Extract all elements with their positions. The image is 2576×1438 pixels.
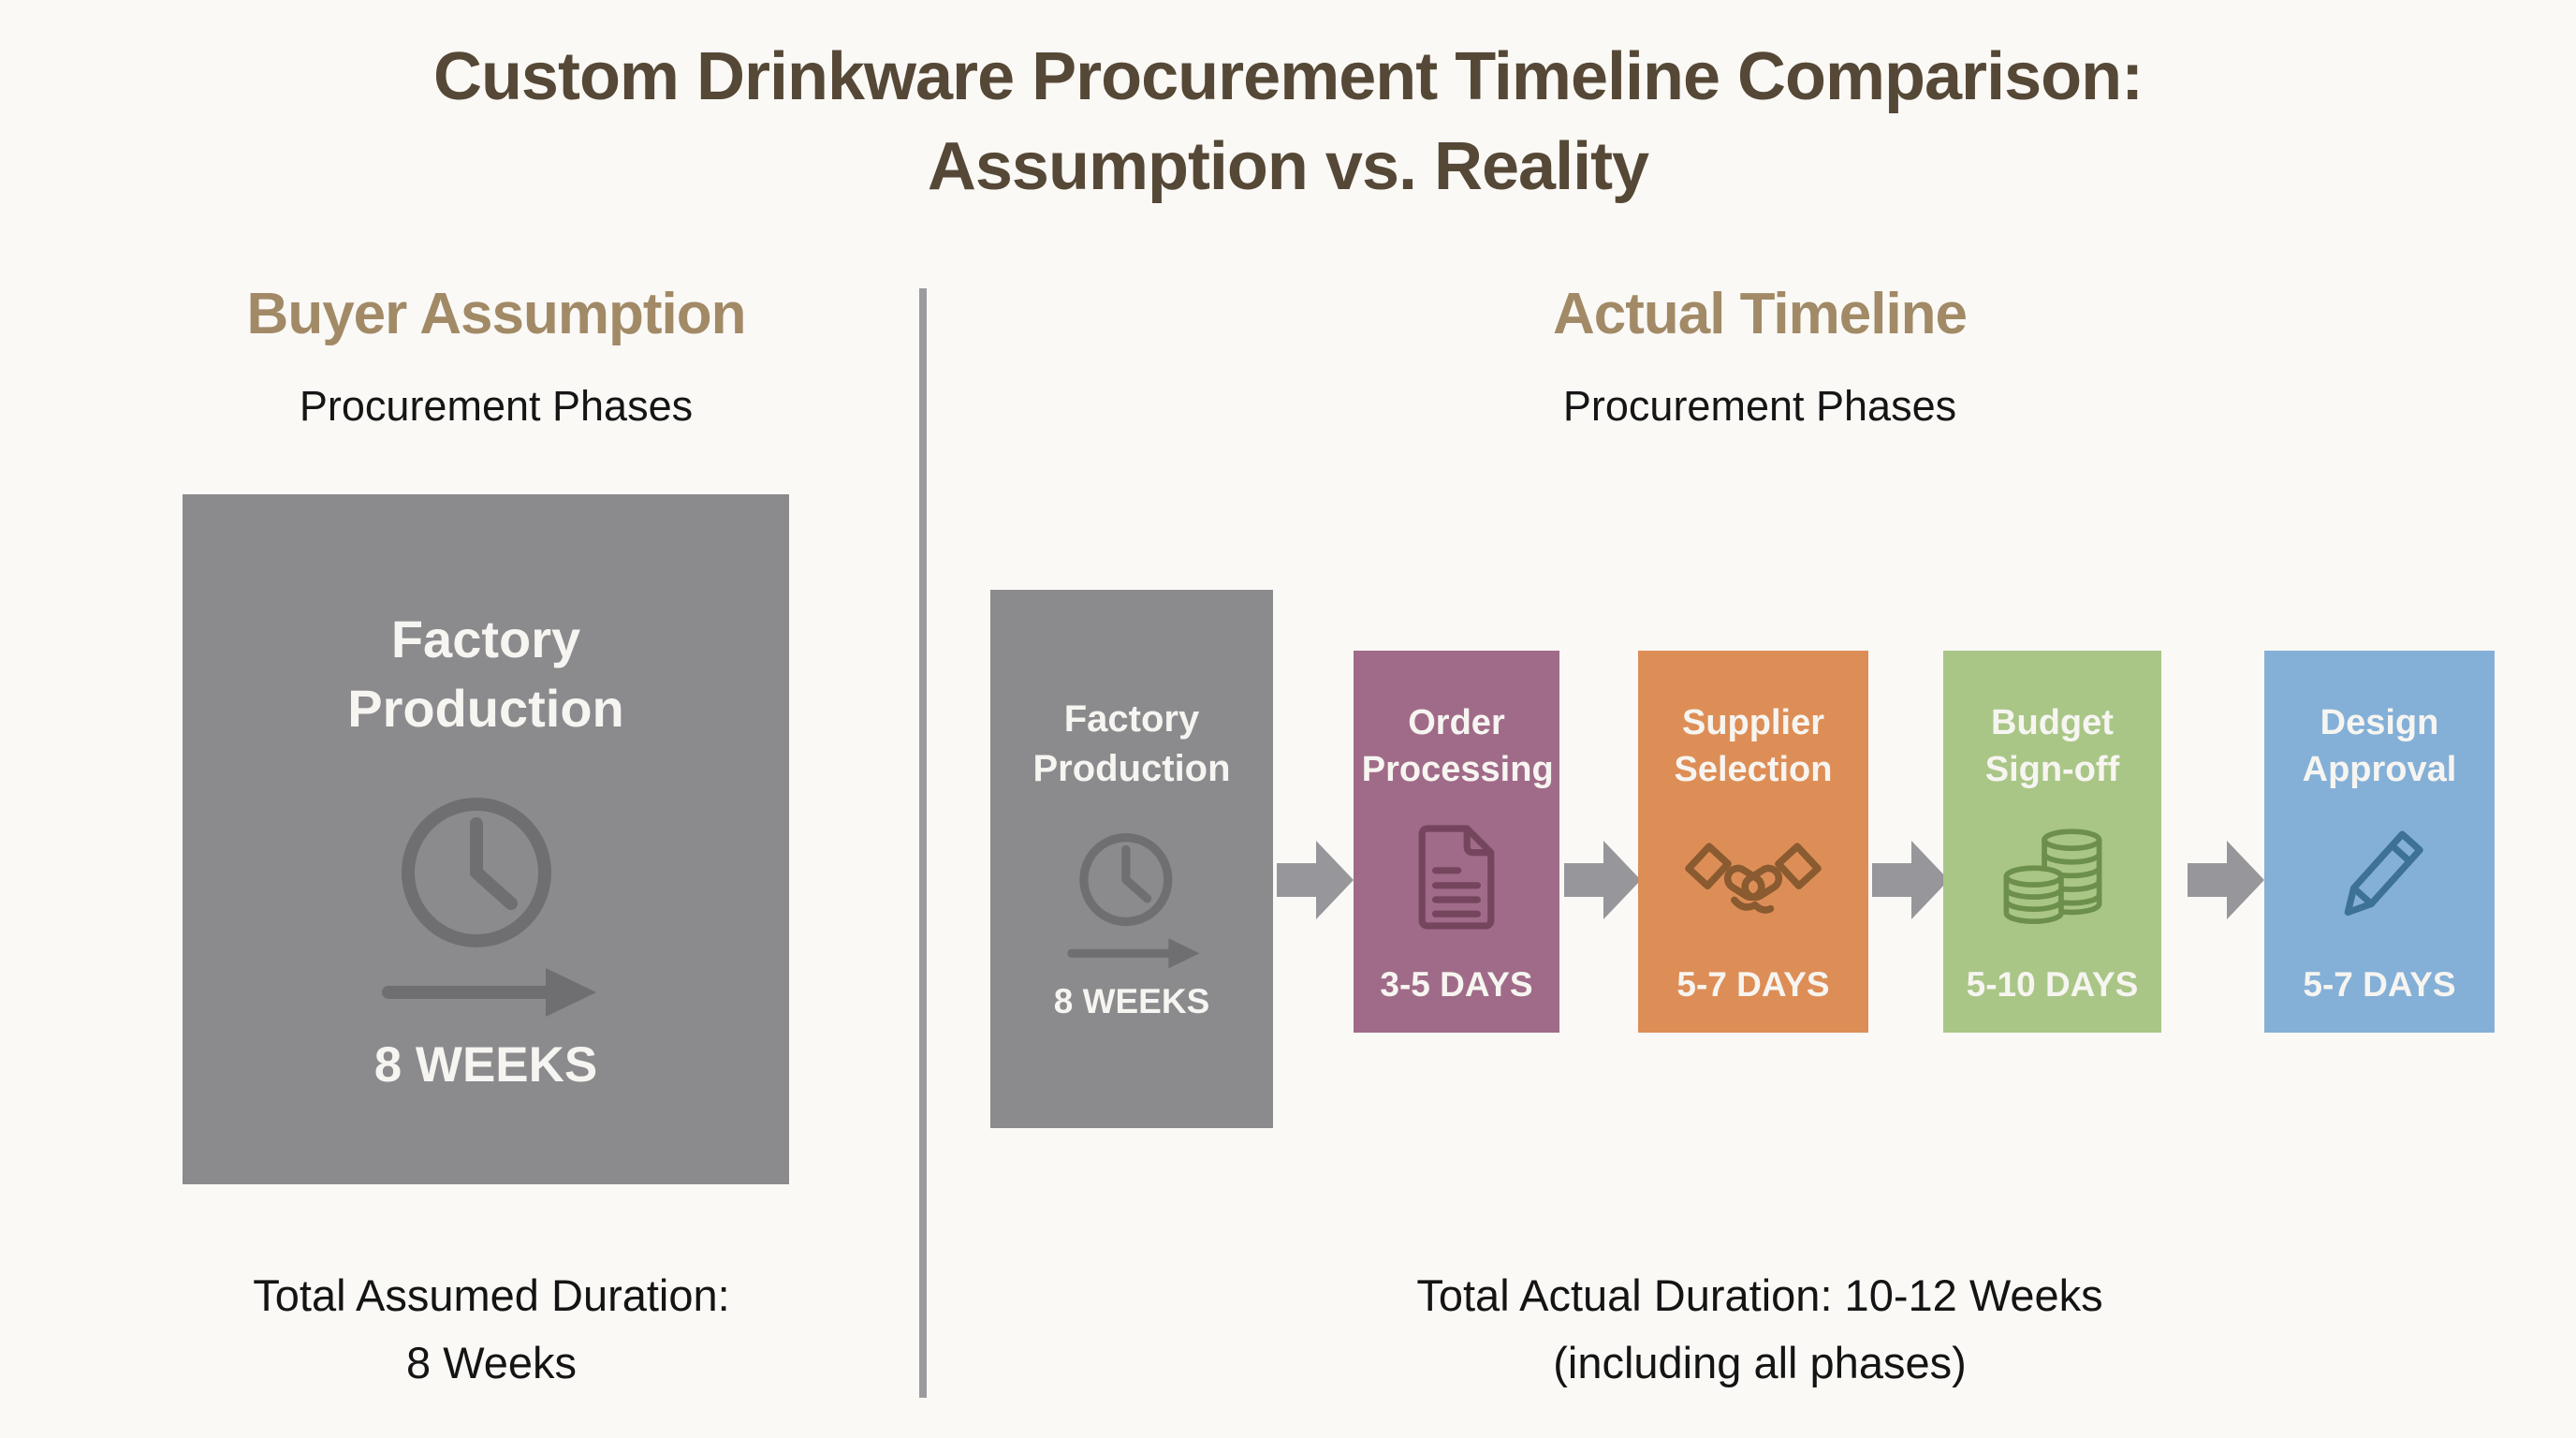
phase-title: Supplier Selection (1674, 703, 1833, 790)
budget-signoff-box: Budget Sign-off 5-10 DAYS (1943, 651, 2161, 1033)
actual-timeline-heading: Actual Timeline (1552, 282, 1968, 346)
phase-duration: 5-7 DAYS (2303, 965, 2456, 1004)
phase-duration: 3-5 DAYS (1380, 965, 1533, 1004)
actual-subheading: Procurement Phases (1562, 382, 1957, 430)
actual-factory-production-box: Factory Production 8 WEEKS (990, 590, 1273, 1128)
assumption-total-line1: Total Assumed Duration: (253, 1270, 730, 1320)
phase-title: Design Approval (2302, 703, 2457, 790)
flow-arrow-icon (1277, 839, 1355, 926)
phase-title: Factory Production (347, 609, 624, 738)
actual-total: Total Actual Duration: 10-12 Weeks (incl… (1105, 1262, 2415, 1397)
actual-total-line2: (including all phases) (1553, 1338, 1967, 1387)
document-icon (1412, 821, 1501, 938)
pencil-icon (2329, 818, 2430, 941)
clock-arrow-icon (1062, 822, 1201, 976)
flow-arrow-icon (2188, 839, 2266, 926)
actual-total-line1: Total Actual Duration: 10-12 Weeks (1416, 1270, 2103, 1320)
assumption-subheading: Procurement Phases (299, 382, 694, 430)
page-title-line1: Custom Drinkware Procurement Timeline Co… (432, 39, 2144, 114)
phase-duration: 5-10 DAYS (1966, 965, 2139, 1004)
phase-title: Factory Production (1032, 698, 1231, 789)
buyer-assumption-heading: Buyer Assumption (246, 282, 747, 346)
phase-duration: 8 WEEKS (373, 1036, 598, 1093)
flow-arrow-icon (1564, 839, 1643, 926)
phase-duration: 5-7 DAYS (1676, 965, 1830, 1004)
order-processing-box: Order Processing 3-5 DAYS (1354, 651, 1559, 1033)
section-divider (919, 288, 927, 1398)
handshake-icon (1682, 828, 1824, 932)
clock-arrow-icon (373, 779, 598, 1027)
page-title: Custom Drinkware Procurement Timeline Co… (0, 32, 2576, 212)
design-approval-box: Design Approval 5-7 DAYS (2264, 651, 2495, 1033)
assumption-total: Total Assumed Duration: 8 Weeks (122, 1262, 861, 1397)
phase-duration: 8 WEEKS (1053, 981, 1210, 1020)
supplier-selection-box: Supplier Selection 5-7 DAYS (1638, 651, 1868, 1033)
phase-title: Budget Sign-off (1984, 703, 2120, 790)
page-title-line2: Assumption vs. Reality (927, 129, 1649, 204)
assumption-total-line2: 8 Weeks (406, 1338, 577, 1387)
assumption-factory-production-box: Factory Production 8 WEEKS (183, 494, 789, 1184)
phase-title: Order Processing (1361, 703, 1554, 790)
flow-arrow-icon (1872, 839, 1951, 926)
coins-icon (1996, 820, 2110, 939)
